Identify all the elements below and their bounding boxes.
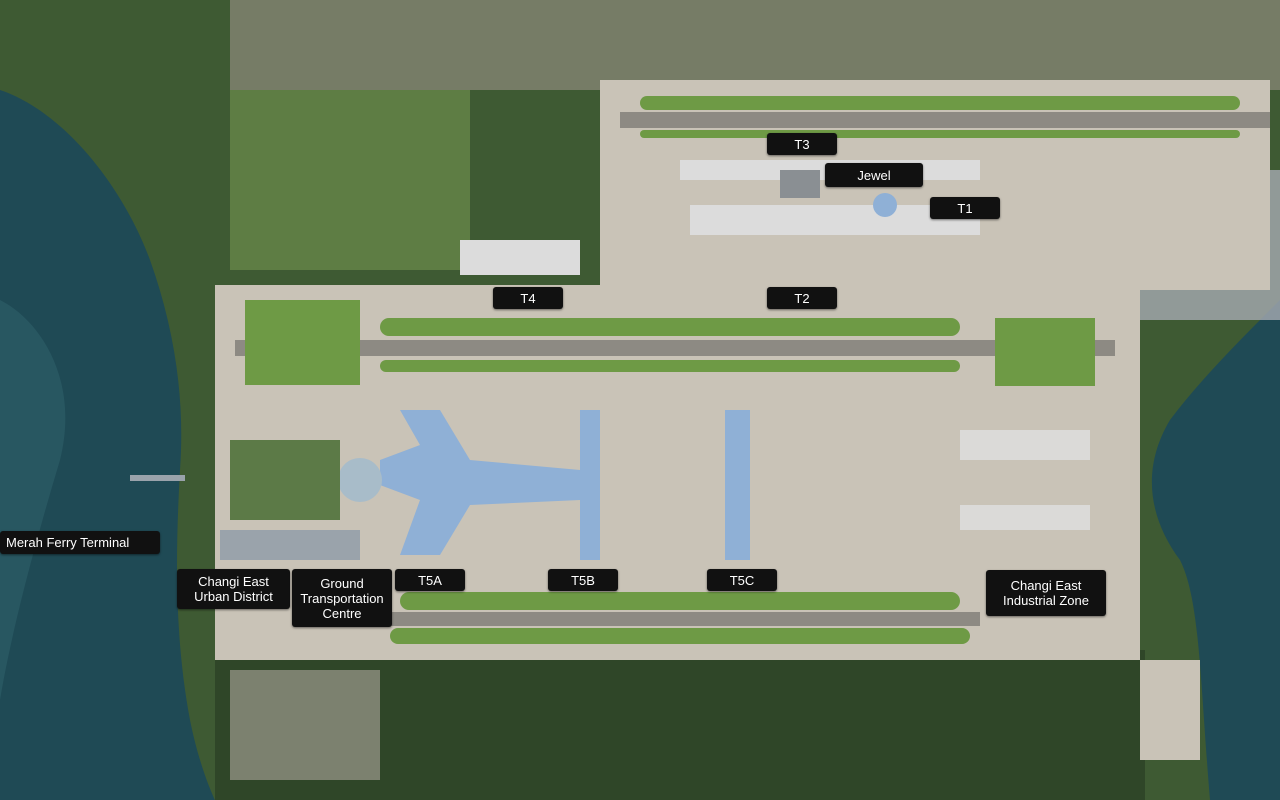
grass-strip-4 [380,360,960,372]
jewel-dome [873,193,897,217]
label-t5c: T5C [707,569,777,591]
label-t2: T2 [767,287,837,309]
grass-strip-6 [390,628,970,644]
runway-2 [235,340,1115,356]
south-west-facility [230,670,380,780]
t5a-t5b-building [380,410,600,560]
label-changi-east-industrial-zone: Changi East Industrial Zone [986,570,1106,616]
grass-strip-1 [640,96,1240,110]
grass-strip-3 [380,318,960,336]
label-t4: T4 [493,287,563,309]
urban-district-buildings [220,530,360,560]
t5c-building [725,410,750,560]
ferry-pier [130,475,185,481]
grass-strip-5 [400,592,960,610]
golf-course [230,90,470,270]
t4-building [460,240,580,275]
north-town [230,0,1280,90]
gtc-hub [338,458,382,502]
cloud-haze [0,300,66,700]
north-airfield [600,80,1270,290]
grass-strip-2 [640,130,1240,138]
label-jewel: Jewel [825,163,923,187]
industrial-block-2 [960,505,1090,530]
label-t5a: T5A [395,569,465,591]
grass-west [245,300,360,385]
industrial-block-1 [960,430,1090,460]
runway-3 [380,612,980,626]
grass-east [995,318,1095,386]
label-t3: T3 [767,133,837,155]
jewel-building [780,170,820,198]
label-ground-transportation-centre: Ground Transportation Centre [292,569,392,627]
west-sea [0,90,215,800]
runway-1 [620,112,1270,128]
east-sea [1151,300,1280,800]
label-t1: T1 [930,197,1000,219]
south-east-facility [1140,660,1200,760]
label-changi-east-urban-district: Changi East Urban District [177,569,290,609]
urban-district-park [230,440,340,520]
label-merah-ferry-terminal: Merah Ferry Terminal [0,531,160,554]
label-t5b: T5B [548,569,618,591]
